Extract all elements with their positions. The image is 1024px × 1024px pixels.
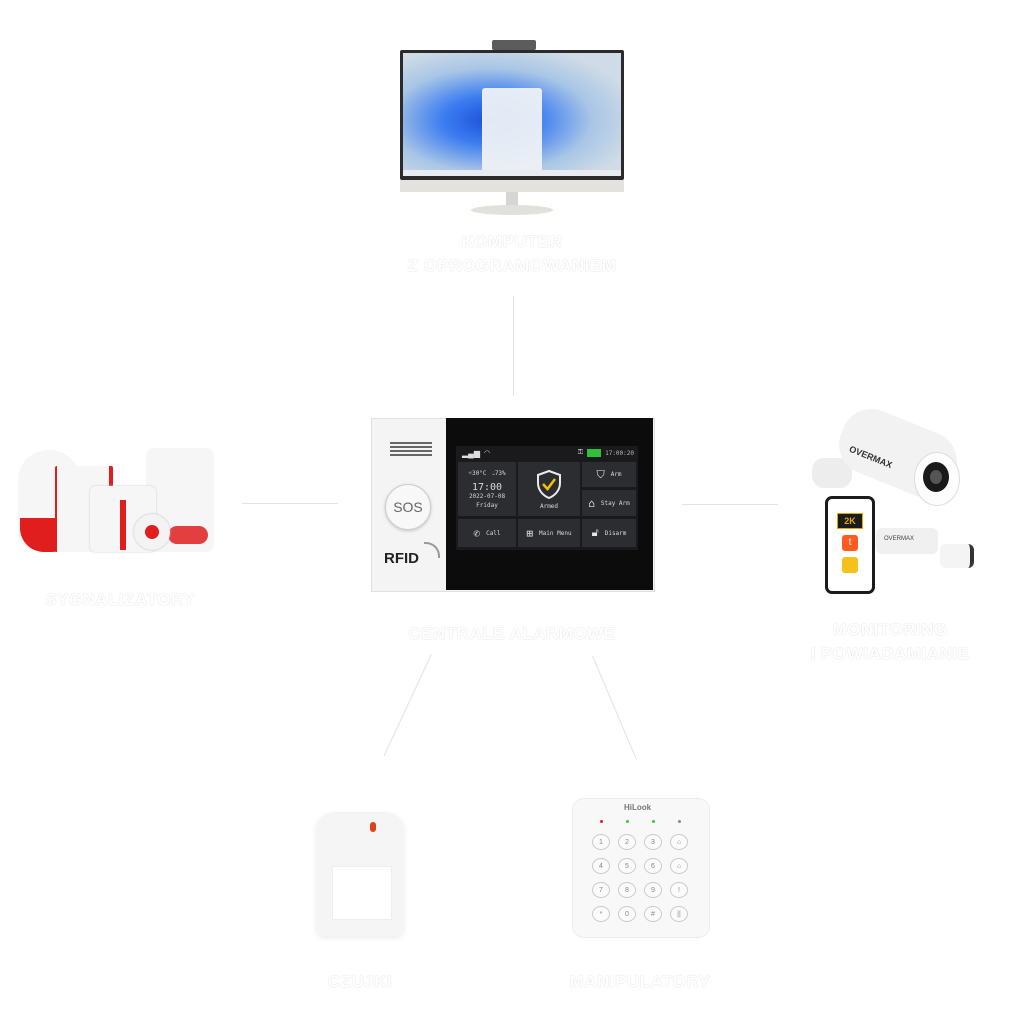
computer-label: KOMPUTER Z OPROGRAMOWANIEM	[380, 230, 644, 278]
keypad-key[interactable]: 4	[592, 858, 610, 874]
keypad-key[interactable]: 2	[618, 834, 636, 850]
status-bar: ▂▄▆ ◠ ⚿ 17:00:20	[456, 446, 638, 460]
connector-sirens-central	[242, 503, 338, 504]
monitor-stand	[506, 192, 518, 208]
weather-time-tile: ☼30°C 💧︎73% 17:00 2022-07-08 Friday	[458, 462, 516, 516]
wifi-icon: ◠	[483, 450, 491, 457]
keypad-key[interactable]: #	[644, 906, 662, 922]
armed-label: Armed	[539, 502, 559, 510]
armed-indicator-led	[652, 820, 655, 823]
computer-label-line2: Z OPROGRAMOWANIEM	[407, 256, 617, 275]
keypad-key[interactable]: 1	[592, 834, 610, 850]
rfid-label: RFID	[384, 550, 419, 567]
computer-label-line1: KOMPUTER	[461, 232, 563, 251]
disarm-label: Disarm	[604, 529, 627, 537]
humidity: 💧︎73%	[492, 469, 506, 477]
rfid-waves-icon	[424, 542, 440, 558]
connector-central-detectors	[383, 654, 432, 756]
status-time: 17:00:20	[605, 449, 634, 457]
unlock-icon: 🔓︎	[591, 526, 599, 539]
arm-button[interactable]: ⛉ Arm	[582, 462, 636, 487]
connector-central-keypads	[592, 655, 637, 760]
pir-led	[370, 822, 376, 832]
pir-lens-window	[332, 866, 392, 920]
siren-4-flash	[168, 526, 208, 544]
connector-computer-central	[513, 296, 514, 396]
arm-label: Arm	[610, 471, 622, 478]
phone-icon: ✆	[473, 526, 481, 540]
connector-central-monitoring	[682, 504, 778, 505]
monitoring-label-line1: MONITORING	[832, 620, 948, 639]
keypad-brand: HiLook	[624, 803, 652, 812]
tuya-app-icon: t	[842, 535, 858, 551]
fault-indicator-led	[678, 820, 681, 823]
main-menu-label: Main Menu	[539, 529, 572, 537]
keypad-key[interactable]: 5	[618, 858, 636, 874]
signal-icon: ▂▄▆	[462, 448, 480, 458]
shield-check-icon	[537, 469, 561, 499]
mini-camera-brand: OVERMAX	[884, 536, 915, 542]
central-label: CENTRALE ALARMOWE	[408, 624, 616, 643]
stay-arm-button[interactable]: ⌂ Stay Arm	[582, 490, 636, 516]
keypad-key[interactable]: 7	[592, 882, 610, 898]
keypad-key[interactable]: 9	[644, 882, 662, 898]
monitor-base	[471, 205, 553, 215]
siren-round-flash	[145, 525, 159, 539]
disarm-button[interactable]: 🔓︎ Disarm	[582, 519, 636, 547]
sun-icon: ☼	[468, 469, 472, 477]
camera-lens-inner	[930, 470, 942, 484]
sirens-label: SYGNALIZATORY	[45, 590, 195, 609]
menu-grid-icon: ⊞	[526, 526, 534, 540]
signal-indicator-led	[626, 820, 629, 823]
sos-button[interactable]: SOS	[385, 484, 431, 530]
main-menu-button[interactable]: ⊞ Main Menu	[518, 519, 580, 547]
battery-icon	[587, 449, 602, 457]
2k-badge: 2K	[837, 513, 863, 529]
keypad-key[interactable]: ⌂	[670, 858, 688, 874]
detectors-label: CZUJKI	[327, 972, 393, 991]
droplet-icon: 💧︎	[492, 469, 495, 477]
keypads-label: MANIPULATORY	[569, 972, 711, 991]
keypad-key[interactable]: 0	[618, 906, 636, 922]
panel-screen: ▂▄▆ ◠ ⚿ 17:00:20 ☼30°C 💧︎73% 17:00 2022-…	[456, 446, 638, 550]
keypad-key[interactable]: ||	[670, 906, 688, 922]
keypad-key[interactable]: *	[592, 906, 610, 922]
monitoring-label: MONITORING I POWIADAMIANIE	[800, 618, 980, 666]
call-label: Call	[486, 529, 501, 537]
keypad-key[interactable]: 3	[644, 834, 662, 850]
mini-camera-lens	[940, 544, 974, 568]
armed-status-tile: Armed	[518, 462, 580, 516]
keypad-key[interactable]: !	[670, 882, 688, 898]
keypad-key[interactable]: 6	[644, 858, 662, 874]
call-button[interactable]: ✆ Call	[458, 519, 516, 547]
mini-camera	[876, 528, 938, 554]
monitoring-label-line2: I POWIADAMIANIE	[810, 644, 970, 663]
key-icon: ⚿	[577, 449, 584, 456]
monitor-chin	[400, 180, 624, 192]
alarm-indicator-led	[600, 820, 603, 823]
taskbar	[403, 170, 621, 176]
siren-3-flash	[120, 500, 126, 550]
keypad-key[interactable]: 8	[618, 882, 636, 898]
start-menu	[482, 88, 542, 172]
date: 2022-07-08	[468, 492, 506, 500]
smart-home-app-icon	[842, 557, 858, 573]
temperature: ☼30°C	[468, 469, 487, 477]
weekday: Friday	[476, 501, 498, 509]
home-icon: ⌂	[588, 496, 595, 510]
stay-arm-label: Stay Arm	[600, 499, 630, 507]
keypad-key[interactable]: ⌂	[670, 834, 688, 850]
clock: 17:00	[471, 481, 503, 493]
shield-icon: ⛉	[596, 467, 605, 481]
webcam	[492, 40, 536, 50]
speaker-grille	[390, 442, 432, 456]
smartphone: 2K t	[825, 496, 875, 594]
sos-label: SOS	[393, 499, 423, 515]
